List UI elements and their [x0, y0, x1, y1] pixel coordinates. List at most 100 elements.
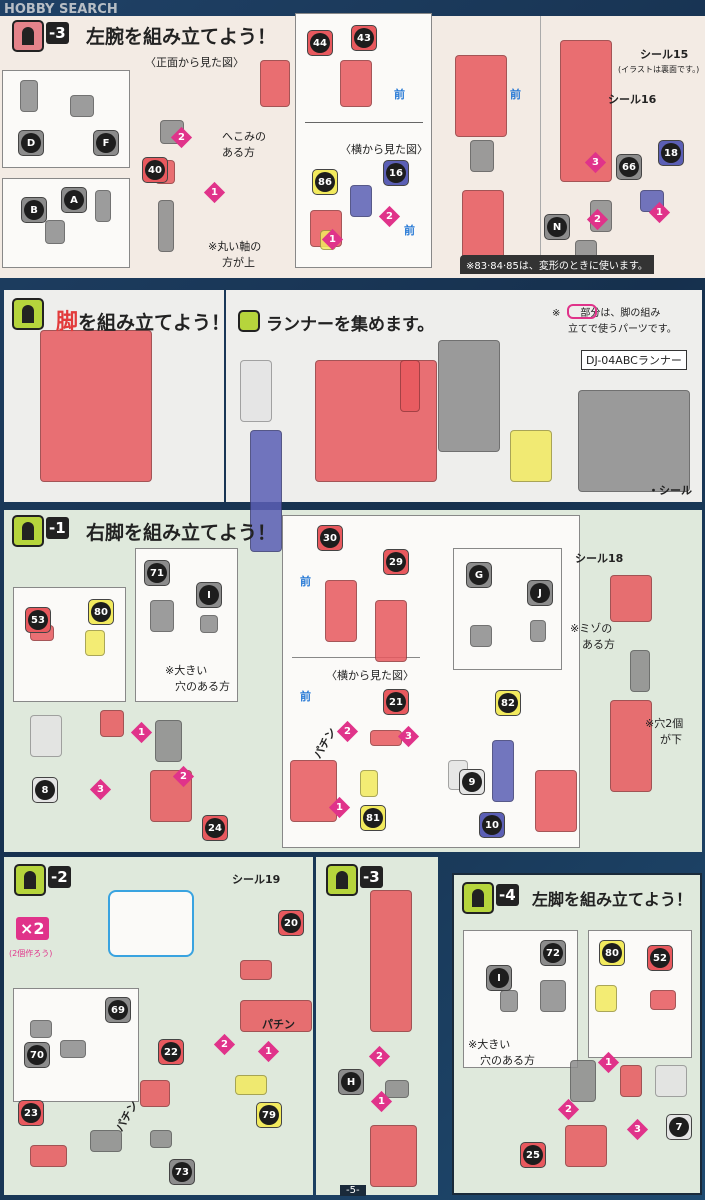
part-number: 80	[91, 602, 111, 622]
model-part-illustration	[610, 575, 652, 622]
part-number: D	[21, 133, 41, 153]
part-number-badge: 16	[383, 160, 409, 186]
model-part-illustration	[240, 960, 272, 980]
step-order-diamond: 1	[203, 181, 226, 204]
part-number-badge: 72	[540, 940, 566, 966]
zoom-callout	[108, 890, 194, 957]
step-order-diamond: 1	[597, 1051, 620, 1074]
model-part-illustration	[140, 1080, 170, 1107]
note: ※穴2個	[645, 717, 684, 730]
model-part-illustration	[370, 730, 402, 746]
part-number-badge: 79	[256, 1102, 282, 1128]
model-part-illustration	[385, 1080, 409, 1098]
part-number: 52	[650, 948, 670, 968]
model-part-illustration	[30, 1020, 52, 1038]
part-number-badge: 52	[647, 945, 673, 971]
note: ※丸い軸の	[208, 240, 262, 253]
step-order-number: 2	[376, 1051, 383, 1062]
model-part-illustration	[570, 1060, 596, 1102]
section-title: 左腕を組み立てよう！	[86, 26, 277, 48]
part-number: 18	[661, 143, 681, 163]
note: ※大きい	[165, 664, 208, 677]
step-order-number: 2	[344, 726, 351, 737]
part-number: 79	[259, 1105, 279, 1125]
step-number: -4	[496, 884, 519, 906]
section-title: 脚を組み立てよう！	[56, 304, 230, 336]
part-number: 73	[172, 1162, 192, 1182]
part-number-badge: 18	[658, 140, 684, 166]
part-number-badge: 10	[479, 812, 505, 838]
step-order-diamond: 3	[626, 1118, 649, 1141]
section-title: ランナーを集めます。	[266, 315, 435, 335]
model-part-illustration	[650, 990, 676, 1010]
divider	[540, 16, 541, 256]
leg-icon	[462, 882, 494, 914]
title-rest: を組み立てよう！	[78, 312, 231, 334]
model-part-illustration	[565, 1125, 607, 1167]
front-view-label: 〈正面から見た図〉	[145, 56, 244, 69]
part-number-badge: 80	[88, 599, 114, 625]
step-order-diamond: 1	[370, 1090, 393, 1113]
step-number: -3	[46, 22, 69, 44]
part-number-badge: 25	[520, 1142, 546, 1168]
snap-sound: パチン	[262, 1018, 295, 1031]
model-part-illustration	[370, 890, 412, 1032]
runner-label: DJ-04ABCランナー	[581, 350, 687, 370]
make-two-note: (2個作ろう)	[9, 949, 53, 958]
step-order-number: 1	[329, 234, 336, 245]
seal-label: シール16	[608, 93, 657, 106]
part-number-badge: A	[61, 187, 87, 213]
model-part-illustration	[60, 1040, 86, 1058]
side-view-label: 〈横から見た図〉	[326, 669, 414, 682]
model-part-illustration	[610, 700, 652, 792]
model-part-illustration	[620, 1065, 642, 1097]
step-order-diamond: 1	[328, 796, 351, 819]
part-number-badge: 81	[360, 805, 386, 831]
part-number: 80	[602, 943, 622, 963]
seal-label: シール19	[232, 873, 281, 886]
note: ある方	[582, 638, 615, 651]
part-number-badge: 69	[105, 997, 131, 1023]
divider	[292, 657, 420, 658]
part-number: 9	[462, 772, 482, 792]
model-part-illustration	[578, 390, 690, 492]
step-order-number: 1	[336, 802, 343, 813]
model-part-illustration	[630, 650, 650, 692]
model-part-illustration	[260, 60, 290, 107]
leg-icon	[326, 864, 358, 896]
model-part-illustration	[655, 1065, 687, 1097]
model-part-illustration	[540, 980, 566, 1012]
note: ※ミゾの	[570, 622, 613, 635]
part-number: 71	[147, 563, 167, 583]
step-order-diamond: 2	[336, 720, 359, 743]
note: ※ 部分は、脚の組み	[552, 308, 661, 319]
section-title: 右脚を組み立てよう！	[86, 522, 277, 544]
note: が下	[660, 733, 682, 746]
step-order-diamond: 2	[213, 1033, 236, 1056]
model-part-illustration	[20, 80, 38, 112]
model-part-illustration	[150, 600, 174, 632]
step-order-number: 1	[265, 1046, 272, 1057]
step-order-number: 2	[594, 214, 601, 225]
part-number-badge: G	[466, 562, 492, 588]
part-number: 16	[386, 163, 406, 183]
model-part-illustration	[250, 430, 282, 552]
step-order-number: 3	[634, 1124, 641, 1135]
watermark: HOBBY SEARCH	[4, 2, 118, 17]
part-number: 69	[108, 1000, 128, 1020]
part-number-badge: 21	[383, 689, 409, 715]
step-order-diamond: 2	[172, 765, 195, 788]
seal-label: シール15	[640, 48, 689, 61]
model-part-illustration	[30, 1145, 67, 1167]
step-order-diamond: 2	[557, 1098, 580, 1121]
side-view-label: 〈横から見た図〉	[340, 143, 428, 156]
model-part-illustration	[375, 600, 407, 662]
step-number: -3	[360, 866, 383, 888]
part-number-badge: N	[544, 214, 570, 240]
seal-label: シール18	[575, 552, 624, 565]
model-part-illustration	[90, 1130, 122, 1152]
step-order-diamond: 1	[321, 228, 344, 251]
part-number: 30	[320, 528, 340, 548]
front-arrow: 前	[510, 88, 521, 101]
step-order-number: 2	[565, 1104, 572, 1115]
